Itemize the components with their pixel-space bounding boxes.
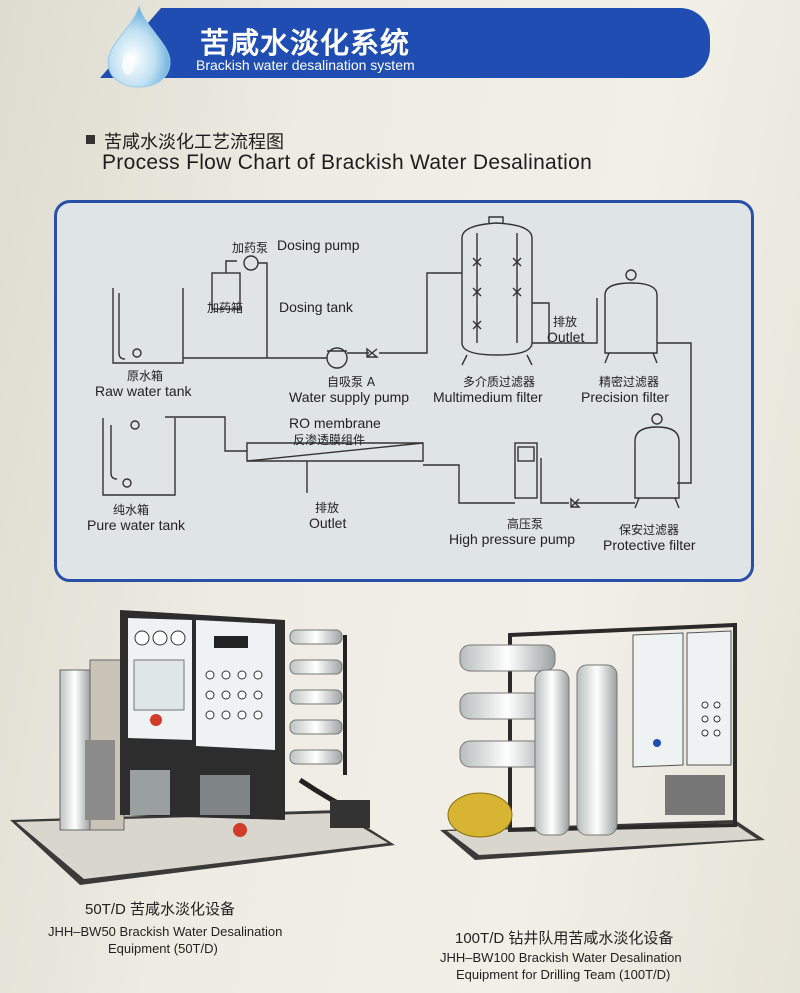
flow-lines [102,216,692,509]
high-pressure-pump [514,442,538,499]
caption-50td-en2: Equipment (50T/D) [108,941,218,956]
precision-filter [604,282,658,354]
raw-tank-label-en: Raw water tank [95,383,192,399]
water-drop-icon [107,5,171,88]
outlet2-label-cn: 排放 [315,501,340,515]
caption-50td-en1: JHH–BW50 Brackish Water Desalination [48,924,283,939]
page-title: 苦咸水淡化系统 [200,26,411,60]
pure-water-tank [102,418,176,496]
outlet1-label-en: Outlet [547,329,585,345]
ro-membrane [246,442,424,462]
supply-pump-label-cn: 自吸泵 A [327,375,376,389]
protective-filter [634,426,680,499]
supply-pump-label-en: Water supply pump [289,389,410,405]
hp-pump-label-en: High pressure pump [449,531,576,547]
mm-filter-label-en: Multimedium filter [433,389,543,405]
ro-label-en: RO membrane [289,415,381,431]
protective-label-en: Protective filter [603,537,696,553]
outlet1-label-cn: 排放 [553,315,578,329]
mm-filter-label-cn: 多介质过滤器 [463,375,536,389]
ro-label-cn: 反渗透膜组件 [293,433,366,447]
section-title-cn: 苦咸水淡化工艺流程图 [104,132,284,153]
bullet-square [86,135,95,144]
water-supply-pump [326,347,348,369]
pure-tank-label-cn: 纯水箱 [113,503,150,517]
outlet2-label-en: Outlet [309,515,347,531]
process-flow-diagram: 加药泵 Dosing pump 加药箱 Dosing tank 原水箱 Raw … [54,200,754,582]
dosing-pump-label-en: Dosing pump [277,237,360,253]
multimedium-filter [461,222,533,356]
header-banner [100,8,710,78]
pure-tank-label-en: Pure water tank [87,517,186,533]
caption-100td-en1: JHH–BW100 Brackish Water Desalination [440,950,682,965]
section-title-en: Process Flow Chart of Brackish Water Des… [102,151,593,174]
dosing-pump-label-cn: 加药泵 [232,241,269,255]
caption-100td-main: 100T/D 钻井队用苦咸水淡化设备 [455,930,674,947]
page-subtitle: Brackish water desalination system [196,57,415,73]
dosing-tank-label-cn: 加药箱 [207,301,244,315]
equipment-photo-100td [440,622,765,860]
raw-tank-label-cn: 原水箱 [127,369,164,383]
dosing-pump [243,255,259,271]
hp-pump-label-cn: 高压泵 [507,517,544,531]
raw-water-tank [112,288,184,364]
caption-100td-en2: Equipment for Drilling Team (100T/D) [456,967,671,982]
precision-label-en: Precision filter [581,389,669,405]
caption-50td-main: 50T/D 苦咸水淡化设备 [85,901,236,918]
equipment-photo-50td [10,610,395,885]
protective-label-cn: 保安过滤器 [619,523,680,537]
dosing-tank-label-en: Dosing tank [279,299,353,315]
precision-label-cn: 精密过滤器 [599,375,660,389]
